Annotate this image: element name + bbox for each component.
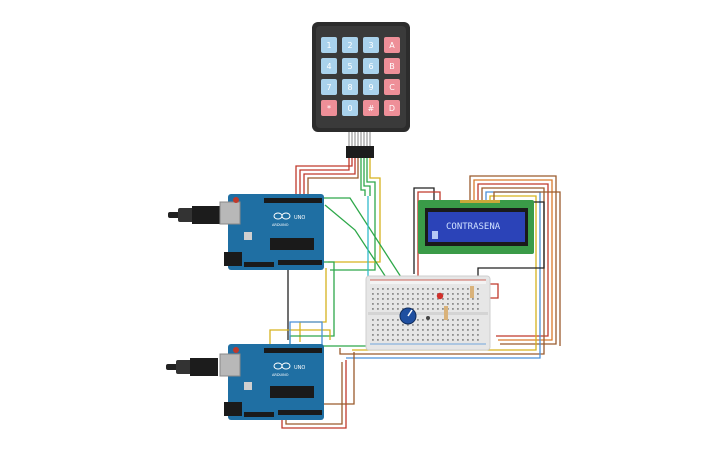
keypad-key[interactable]: [321, 37, 337, 53]
wire-keypad-8: [328, 158, 381, 263]
lcd-header-pins: [460, 200, 500, 203]
power-jack: [224, 252, 242, 266]
digital-header: [264, 348, 322, 353]
keypad-key[interactable]: [342, 100, 358, 116]
keypad-key-label: C: [389, 83, 395, 92]
lcd-screen: [428, 212, 525, 242]
wire-lcd-g: [493, 191, 561, 346]
keypad-key-label: D: [389, 104, 395, 113]
resistor-2: [470, 286, 474, 298]
keypad-key[interactable]: [384, 37, 400, 53]
keypad-key[interactable]: [384, 100, 400, 116]
wire-lcd-right-black: [477, 201, 545, 280]
keypad-key[interactable]: [363, 79, 379, 95]
analog-header: [278, 410, 322, 415]
reset-button[interactable]: [233, 347, 239, 353]
keypad[interactable]: 1 2 3 A 4 5 6 B 7 8 9 C * 0 # D: [312, 22, 410, 158]
keypad-key-label: 7: [326, 83, 331, 92]
wire-keypad-2: [295, 158, 353, 196]
reset-button[interactable]: [233, 197, 239, 203]
keypad-key-label: 0: [347, 104, 352, 113]
wire-bottom-brown: [320, 352, 355, 405]
arduino-uno-bottom: UNO ARDUINO: [166, 344, 324, 420]
keypad-key[interactable]: [321, 79, 337, 95]
keypad-ribbon: [348, 132, 371, 146]
wire-lcd-black: [413, 187, 435, 274]
wire-bottom-blue: [289, 321, 323, 346]
power-header: [244, 412, 274, 417]
power-jack: [224, 402, 242, 416]
capacitor: [244, 232, 252, 240]
keypad-key-label: B: [389, 62, 395, 71]
keypad-key[interactable]: [321, 100, 337, 116]
board-brand-label: ARDUINO: [272, 373, 289, 377]
digital-header: [264, 198, 322, 203]
wire-keypad-1: [299, 158, 350, 196]
arduino-uno-top: UNO ARDUINO: [168, 194, 324, 270]
keypad-key-label: 8: [347, 83, 352, 92]
keypad-key-label: 4: [326, 62, 331, 71]
atmega-chip: [270, 386, 314, 398]
keypad-key-label: 6: [368, 62, 373, 71]
wire-lcd-a: [469, 175, 557, 345]
wire-lcd-d: [339, 187, 545, 355]
breadboard-rail-top: [370, 280, 486, 284]
capacitor: [244, 382, 252, 390]
arduino-board: [228, 344, 324, 420]
wire-keypad-3: [303, 158, 356, 196]
wire-keypad-7: [330, 158, 376, 271]
keypad-face: [316, 26, 406, 128]
keypad-key-label: *: [327, 104, 331, 113]
usb-cable-boot: [190, 358, 218, 376]
wire-bottom-yellow: [269, 329, 331, 344]
atmega-chip: [270, 238, 314, 250]
board-model-label: UNO: [294, 215, 305, 221]
lcd-module: CONTRASENA: [418, 200, 534, 254]
lcd-line-1: CONTRASENA: [446, 222, 501, 232]
arduino-board: [228, 194, 324, 270]
keypad-connector: [346, 146, 374, 158]
keypad-key[interactable]: [384, 58, 400, 74]
breadboard-channel: [368, 312, 488, 315]
usb-port: [219, 353, 241, 377]
breadboard: [365, 275, 491, 351]
wire-keypad-5: [360, 158, 366, 196]
keypad-key-label: 5: [347, 62, 352, 71]
keypad-key[interactable]: [321, 58, 337, 74]
usb-cable-boot: [192, 206, 220, 224]
resistor-1: [444, 306, 448, 320]
power-header: [244, 262, 274, 267]
keypad-key[interactable]: [384, 79, 400, 95]
keypad-key[interactable]: [363, 37, 379, 53]
keypad-key[interactable]: [342, 58, 358, 74]
board-brand-label: ARDUINO: [272, 223, 289, 227]
keypad-key-label: 2: [347, 41, 352, 50]
wire-keypad-6: [363, 158, 371, 196]
keypad-key[interactable]: [363, 100, 379, 116]
board-model-label: UNO: [294, 365, 305, 371]
keypad-key[interactable]: [342, 37, 358, 53]
keypad-key-label: 1: [326, 41, 331, 50]
red-led: [436, 292, 444, 300]
wire-lcd-b: [473, 179, 553, 341]
keypad-key-label: #: [368, 104, 375, 113]
usb-cable-tip: [168, 212, 180, 218]
keypad-key-label: A: [389, 41, 395, 50]
usb-port: [219, 201, 241, 225]
keypad-key[interactable]: [342, 79, 358, 95]
wire-keypad-4: [307, 158, 359, 196]
usb-cable-tip: [166, 364, 178, 370]
wire-green-left: [289, 261, 335, 344]
usb-cable-plug: [176, 360, 192, 374]
component-dot: [426, 316, 430, 320]
wire-lcd-c: [477, 183, 549, 337]
keypad-key[interactable]: [363, 58, 379, 74]
keypad-key-label: 9: [368, 83, 373, 92]
usb-cable-plug: [178, 208, 194, 222]
breadboard-holes: [372, 288, 479, 341]
analog-header: [278, 260, 322, 265]
lcd-cursor: [432, 231, 438, 239]
keypad-key-label: 3: [368, 41, 373, 50]
